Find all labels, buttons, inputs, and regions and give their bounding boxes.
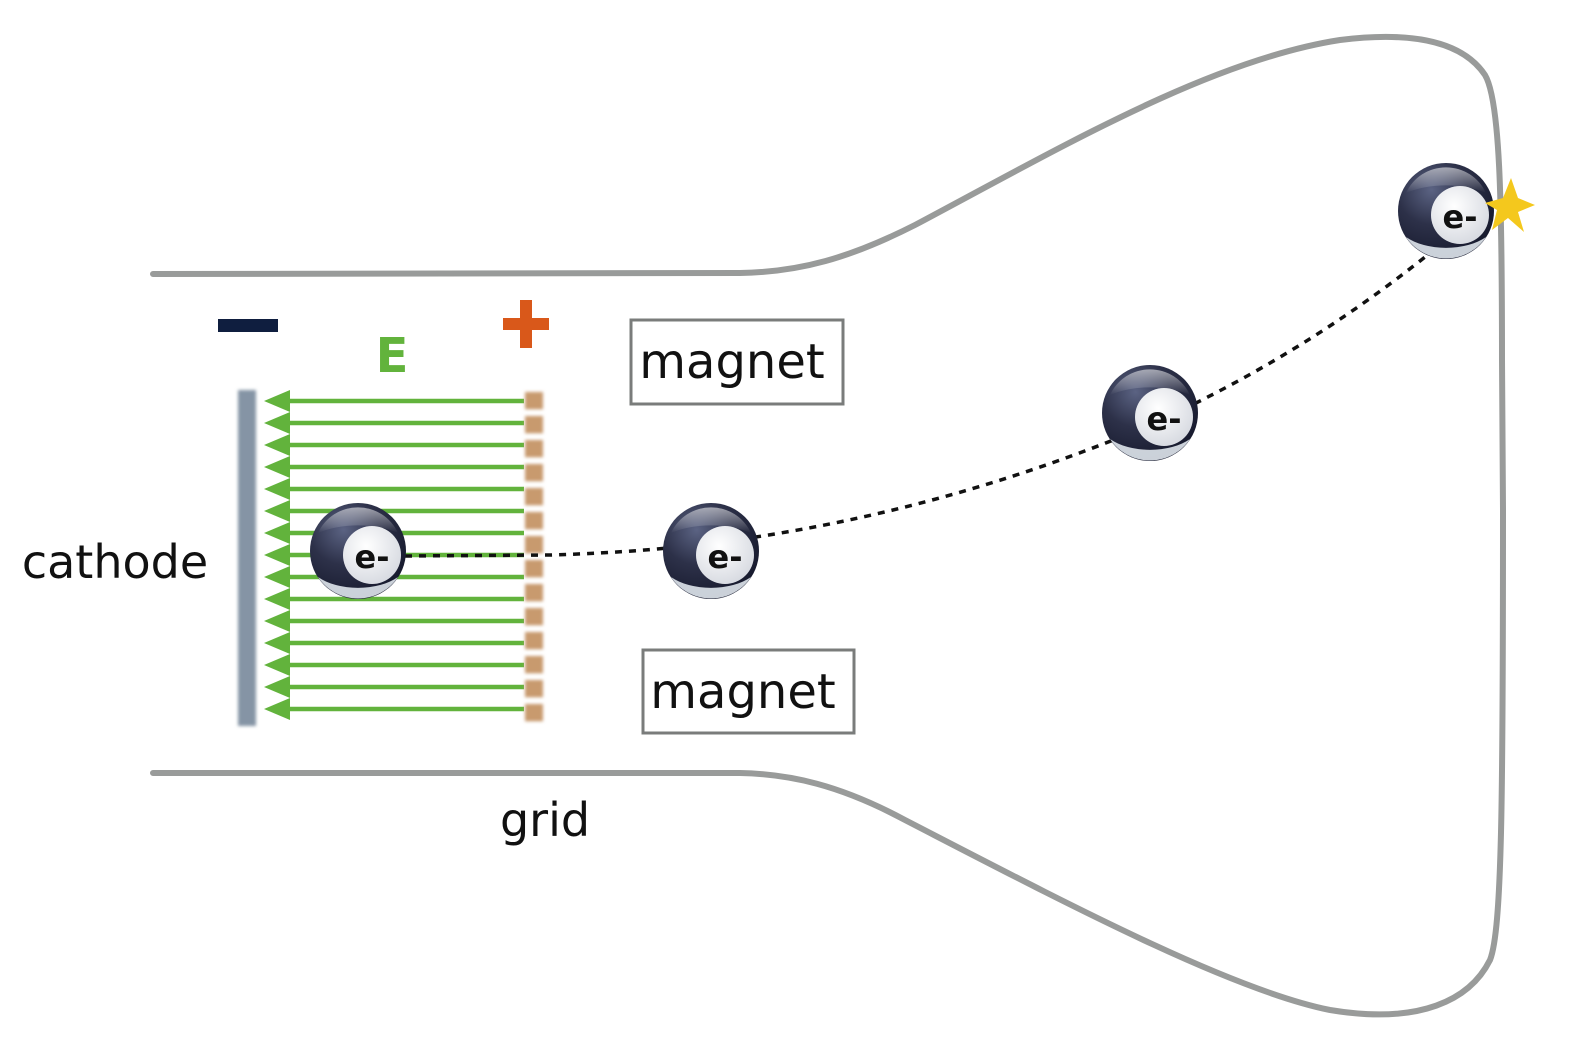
electron-4-label: e- bbox=[1443, 198, 1478, 236]
grid-segment bbox=[525, 704, 543, 722]
grid-segment bbox=[525, 512, 543, 530]
grid-electrode bbox=[525, 392, 543, 722]
cathode-label: cathode bbox=[22, 535, 208, 589]
tube-outline-top bbox=[150, 33, 1506, 513]
star-icon bbox=[1485, 178, 1535, 232]
tube-outline-bottom bbox=[150, 507, 1506, 1018]
grid-label: grid bbox=[500, 793, 590, 847]
field-arrowhead bbox=[264, 390, 290, 412]
grid-segment bbox=[525, 656, 543, 674]
cathode-plate bbox=[238, 390, 256, 726]
plus-sign-icon bbox=[503, 300, 549, 348]
field-arrowhead bbox=[264, 676, 290, 698]
magnet-bottom-label: magnet bbox=[650, 664, 835, 720]
field-arrowhead bbox=[264, 434, 290, 456]
field-arrowhead bbox=[264, 500, 290, 522]
grid-segment bbox=[525, 392, 543, 410]
electron-1-label: e- bbox=[355, 538, 390, 576]
grid-segment bbox=[525, 416, 543, 434]
grid-segment bbox=[525, 488, 543, 506]
field-arrowhead bbox=[264, 544, 290, 566]
field-arrowhead bbox=[264, 456, 290, 478]
field-arrowhead bbox=[264, 588, 290, 610]
grid-segment bbox=[525, 440, 543, 458]
grid-segment bbox=[525, 560, 543, 578]
field-label: E bbox=[376, 328, 409, 384]
electron-2-label: e- bbox=[708, 538, 743, 576]
field-arrowhead bbox=[264, 522, 290, 544]
field-arrowhead bbox=[264, 412, 290, 434]
grid-segment bbox=[525, 584, 543, 602]
magnet-top: magnet bbox=[629, 318, 845, 406]
field-arrowhead bbox=[264, 698, 290, 720]
magnet-bottom: magnet bbox=[641, 648, 856, 735]
magnet-top-label: magnet bbox=[639, 334, 824, 390]
electron-1: e- bbox=[310, 503, 406, 599]
grid-segment bbox=[525, 536, 543, 554]
grid-segment bbox=[525, 680, 543, 698]
field-arrowhead bbox=[264, 654, 290, 676]
electron-4: e- bbox=[1398, 163, 1494, 259]
field-arrowhead bbox=[264, 478, 290, 500]
electron-trajectory bbox=[404, 243, 1442, 558]
field-arrowhead bbox=[264, 632, 290, 654]
electron-3-label: e- bbox=[1147, 400, 1182, 438]
grid-segment bbox=[525, 608, 543, 626]
minus-sign-icon bbox=[218, 319, 278, 332]
grid-segment bbox=[525, 632, 543, 650]
electric-field-lines bbox=[264, 390, 524, 720]
grid-segment bbox=[525, 464, 543, 482]
field-arrowhead bbox=[264, 566, 290, 588]
field-arrowhead bbox=[264, 610, 290, 632]
electron-2: e- bbox=[663, 503, 759, 599]
electron-3: e- bbox=[1102, 365, 1198, 461]
